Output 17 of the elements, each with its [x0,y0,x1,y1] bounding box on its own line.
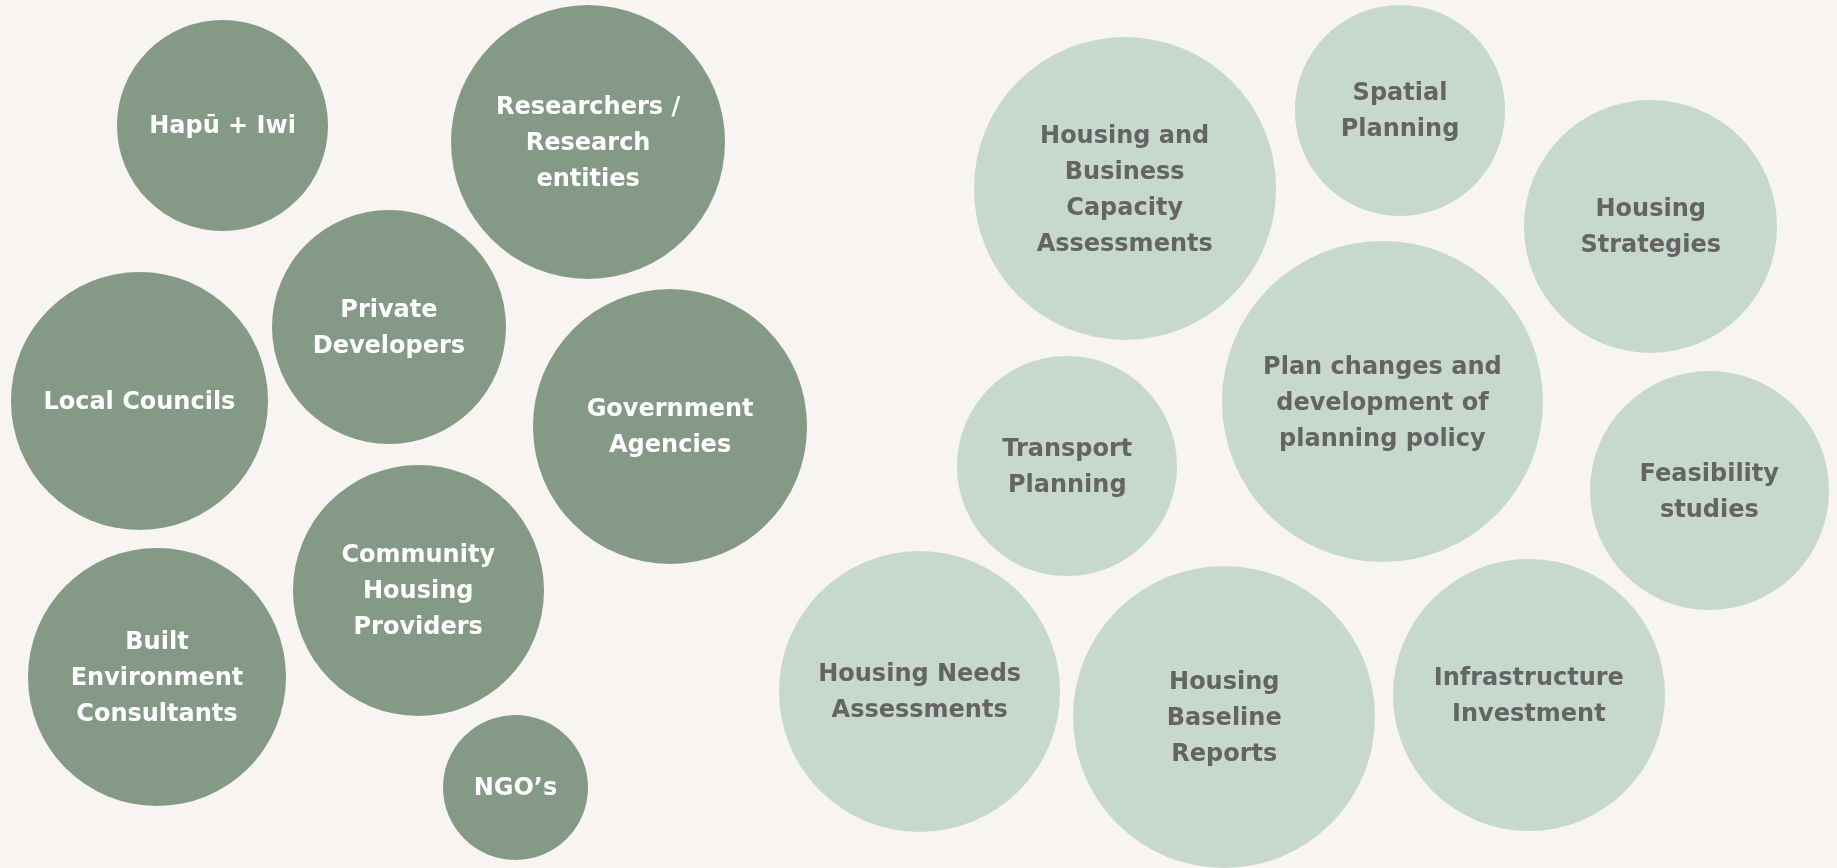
bubble-label: Built Environment Consultants [69,626,245,730]
bubble-label: Infrastructure Investment [1432,661,1625,729]
bubble-label: Spatial Planning [1339,77,1461,145]
bubble-label: Community Housing Providers [340,539,497,643]
bubble-label: Transport Planning [1001,433,1134,501]
bubble-label: NGO’s [473,772,558,804]
bubble-label: Housing Strategies [1579,193,1722,261]
bubble-label: Government Agencies [585,393,755,461]
bubble-label: Housing Needs Assessments [817,658,1023,726]
bubble-label: Housing and Business Capacity Assessments [1035,119,1214,259]
bubble-label: Researchers / Research entities [495,90,682,194]
bubble-label: Hapū + Iwi [149,110,296,142]
bubble-label: Housing Baseline Reports [1165,666,1283,769]
bubble-label: Private Developers [311,293,467,361]
bubble-label: Feasibility studies [1638,457,1780,525]
bubble-label: Local Councils [43,385,236,417]
bubble-label: Plan changes and development of planning policy [1262,350,1503,454]
